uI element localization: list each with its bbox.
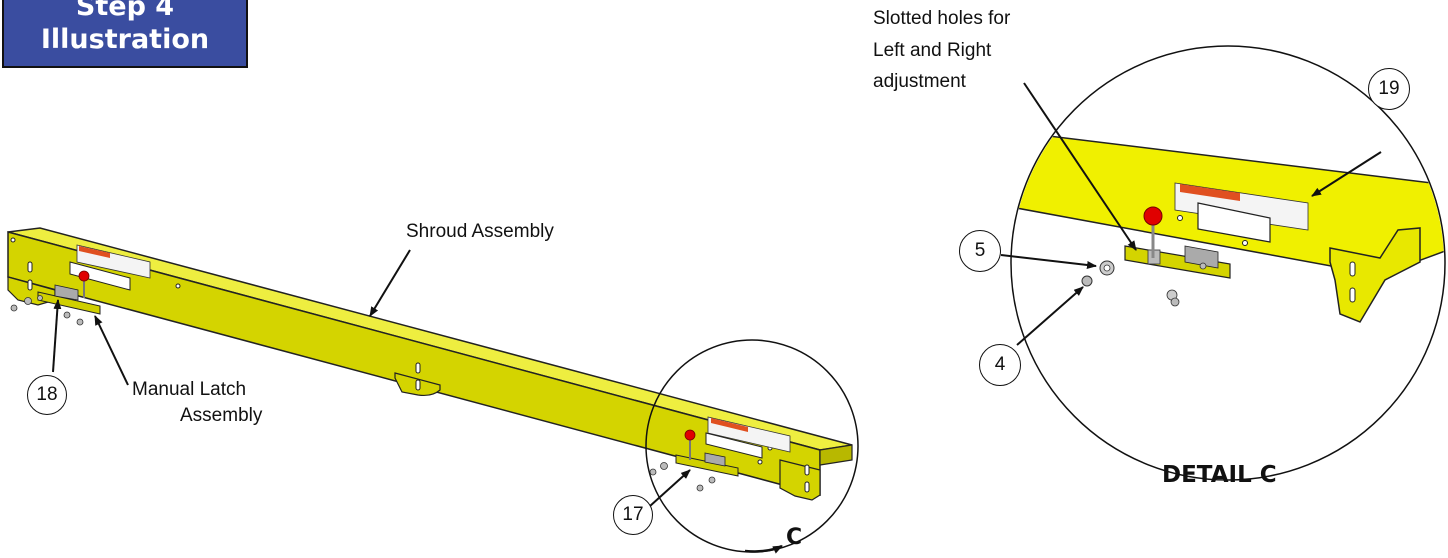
latch-knob-detail (1143, 206, 1163, 226)
callout-18-leader (52, 299, 62, 373)
slotted-holes-leader (1023, 82, 1137, 251)
manual-latch-right (649, 429, 739, 492)
detail-c-title: DETAIL C (1162, 462, 1277, 488)
callout-18: 18 (27, 375, 67, 415)
manual-latch-label-line2: Assembly (180, 405, 263, 426)
callout-17-leader (649, 469, 691, 507)
callout-17: 17 (613, 495, 653, 535)
callout-5-leader (1000, 254, 1097, 269)
detail-c-arrow (744, 544, 783, 554)
slotted-holes-label-line2: Left and Right (873, 40, 992, 61)
shroud-leader (369, 249, 411, 317)
callout-5: 5 (959, 230, 1001, 272)
shroud-assembly-label: Shroud Assembly (406, 221, 554, 242)
detail-c-view (1010, 45, 1446, 481)
callout-4-leader (1016, 286, 1084, 346)
latch-knob-left (78, 270, 90, 282)
step-title: Step 4 (75, 0, 175, 22)
manual-latch-left (10, 270, 101, 326)
nut-4 (1081, 275, 1093, 287)
manual-latch-leader (94, 315, 129, 386)
callout-19: 19 (1368, 68, 1410, 110)
step-banner: Step 4 Illustration (2, 0, 248, 68)
shroud-assembly-part (7, 227, 853, 501)
step-subtitle: Illustration (40, 24, 210, 55)
callout-4: 4 (979, 344, 1021, 386)
slotted-holes-label-line3: adjustment (873, 71, 966, 92)
latch-knob-right (684, 429, 696, 441)
callout-19-leader (1311, 151, 1382, 197)
manual-latch-label-line1: Manual Latch (132, 379, 247, 400)
detail-c-marker: C (786, 525, 803, 550)
slotted-holes-label-line1: Slotted holes for (873, 8, 1011, 29)
